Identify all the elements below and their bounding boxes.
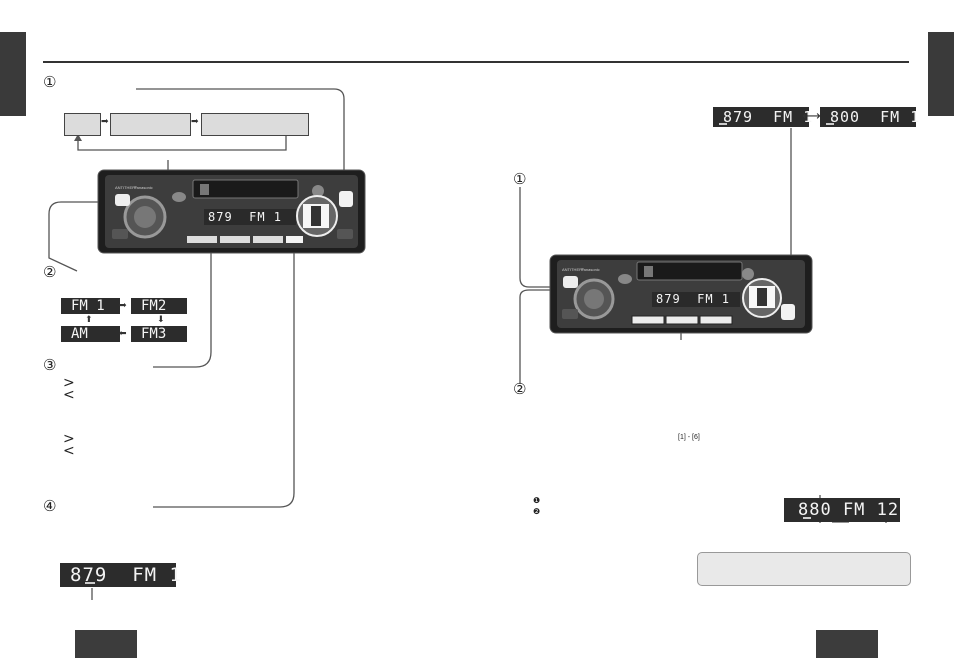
arrow-right-icon: ➡	[119, 301, 127, 311]
svg-text:ANTITHEFT: ANTITHEFT	[562, 267, 585, 272]
lt-icon: <	[63, 443, 75, 459]
arrow-right-icon: ➡	[191, 117, 199, 127]
step-2-marker-right: ②	[513, 380, 527, 398]
svg-text:Panasonic: Panasonic	[581, 267, 600, 272]
arrow-right-icon: ➡	[101, 117, 109, 127]
car-radio-unit-left: ANTITHEFT Panasonic 879 FM 1	[97, 169, 366, 254]
car-radio-unit-right: ANTITHEFT Panasonic 879 FM 1	[549, 254, 813, 334]
preset-display-b-mark	[826, 123, 834, 125]
left-page-number-box	[75, 630, 137, 658]
step-4-marker: ④	[43, 497, 57, 515]
band-fm2-display: FM2	[131, 298, 187, 314]
preset-display-b: 800 FM 1	[820, 107, 919, 127]
program-display-mark	[803, 517, 811, 519]
stereo-indicator-display: 879 FM 1	[60, 563, 181, 587]
svg-text:Panasonic: Panasonic	[134, 185, 153, 190]
header-rule	[43, 61, 909, 63]
flow-box-3	[201, 113, 309, 136]
gt-icon: >	[63, 375, 75, 391]
bullet-2: ❷	[533, 507, 541, 516]
radio-display-left: 879 FM 1	[204, 209, 296, 225]
double-arrow-icon: ⟷	[802, 109, 821, 124]
flow-box-2	[110, 113, 191, 136]
arrow-left-icon: ⬅	[119, 329, 127, 339]
svg-text:ANTITHEFT: ANTITHEFT	[115, 185, 138, 190]
bullet-1: ❶	[533, 496, 541, 505]
step-3-marker: ③	[43, 356, 57, 374]
arrow-down-icon: ⬇	[157, 315, 165, 325]
right-page-number-box	[816, 630, 878, 658]
band-fm3-display: FM3	[131, 326, 187, 342]
right-side-tab	[928, 32, 954, 116]
preset-range-text: [1] - [6]	[678, 434, 700, 441]
band-am-display: AM	[61, 326, 120, 342]
flow-box-1	[64, 113, 101, 136]
preset-display-a: 879 FM 1	[713, 107, 812, 127]
step-2-marker: ②	[43, 263, 57, 281]
left-side-tab	[0, 32, 26, 116]
note-box	[697, 552, 911, 586]
stereo-indicator-mark	[85, 582, 95, 584]
arrow-up-icon: ⬆	[85, 315, 93, 325]
radio-display-right: 879 FM 1	[652, 292, 740, 307]
preset-display-a-mark	[719, 123, 727, 125]
step-1-marker: ①	[43, 73, 57, 91]
program-display: 880 FM 12	[784, 498, 900, 522]
band-fm1-display: FM 1	[61, 298, 120, 314]
gt-icon: >	[63, 431, 75, 447]
step-1-marker-right: ①	[513, 170, 527, 188]
lt-icon: <	[63, 387, 75, 403]
